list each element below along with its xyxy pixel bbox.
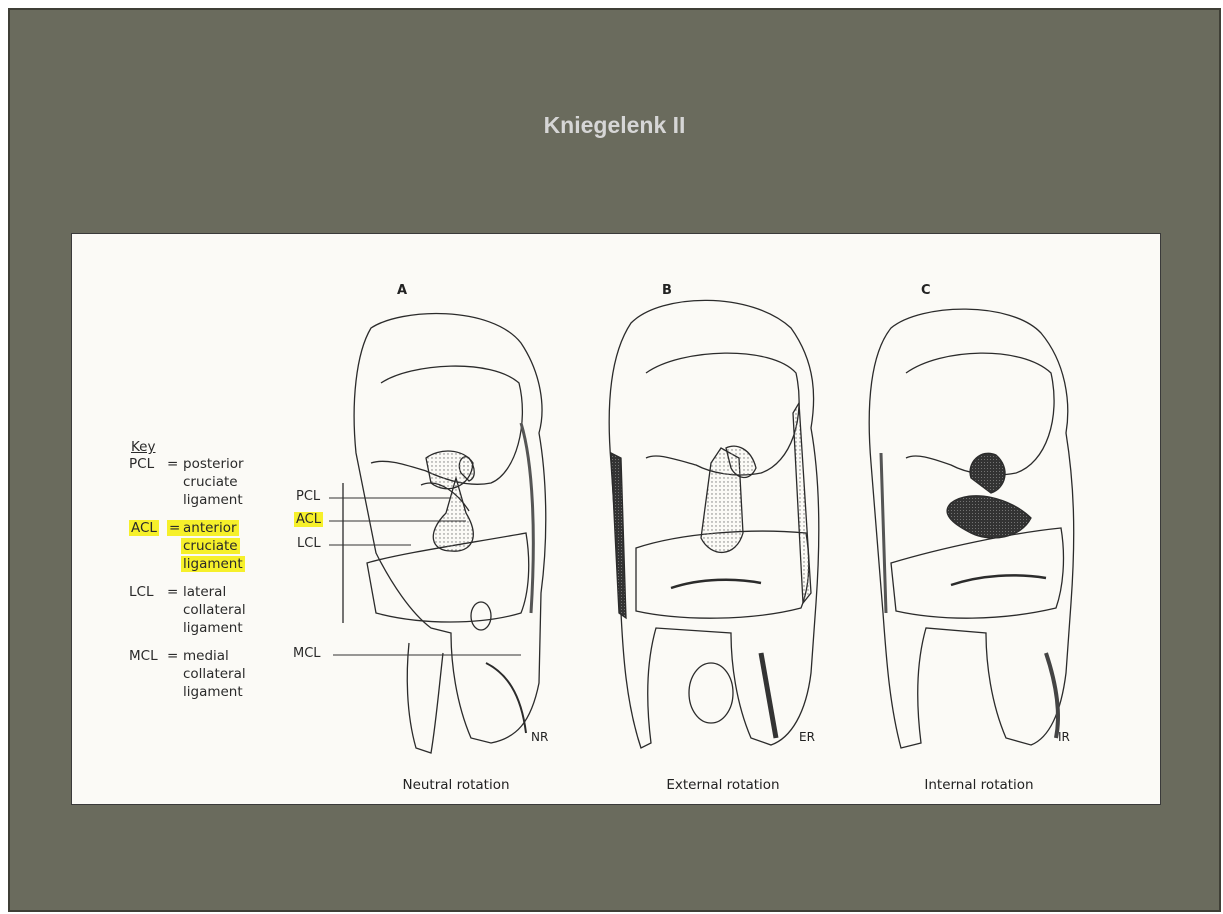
pointer-label-acl: ACL xyxy=(294,512,323,527)
key-equals: = xyxy=(167,647,178,665)
key-desc-acl-3: ligament xyxy=(181,556,245,572)
key-desc-acl-1: anterior xyxy=(181,520,239,536)
key-term-acl: ACL xyxy=(129,520,159,536)
knee-a-drawing xyxy=(343,314,546,753)
key-desc-pcl-3: ligament xyxy=(183,491,243,509)
key-term-pcl: PCL xyxy=(129,455,154,473)
panel-letter-c: C xyxy=(921,283,931,298)
key-desc-pcl-2: cruciate xyxy=(183,473,238,491)
key-desc-mcl-3: ligament xyxy=(183,683,243,701)
key-term-mcl: MCL xyxy=(129,647,158,665)
key-desc-acl-2: cruciate xyxy=(181,538,240,554)
corner-label-nr: NR xyxy=(531,730,548,744)
caption-internal-rotation: Internal rotation xyxy=(879,777,1079,793)
knee-c-drawing xyxy=(869,309,1074,748)
key-title: Key xyxy=(131,438,155,456)
key-desc-lcl-1: lateral xyxy=(183,583,226,601)
corner-label-ir: IR xyxy=(1058,730,1070,744)
caption-external-rotation: External rotation xyxy=(623,777,823,793)
pointer-label-mcl: MCL xyxy=(293,646,321,661)
key-term-lcl: LCL xyxy=(129,583,153,601)
panel-letter-a: A xyxy=(397,283,407,298)
key-desc-mcl-1: medial xyxy=(183,647,229,665)
caption-neutral-rotation: Neutral rotation xyxy=(356,777,556,793)
slide: Kniegelenk II xyxy=(8,8,1221,912)
key-desc-mcl-2: collateral xyxy=(183,665,246,683)
slide-title: Kniegelenk II xyxy=(8,112,1221,139)
pointer-label-pcl: PCL xyxy=(296,489,320,504)
knee-b-drawing xyxy=(609,300,819,748)
key-desc-pcl-1: posterior xyxy=(183,455,244,473)
knee-figure-panel: Key PCL = posterior cruciate ligament AC… xyxy=(71,233,1161,805)
corner-label-er: ER xyxy=(799,730,815,744)
key-desc-lcl-3: ligament xyxy=(183,619,243,637)
pointer-label-lcl: LCL xyxy=(297,536,321,551)
key-desc-lcl-2: collateral xyxy=(183,601,246,619)
panel-letter-b: B xyxy=(662,283,672,298)
key-equals: = xyxy=(167,583,178,601)
key-equals: = xyxy=(167,455,178,473)
pointer-lines xyxy=(329,498,521,655)
